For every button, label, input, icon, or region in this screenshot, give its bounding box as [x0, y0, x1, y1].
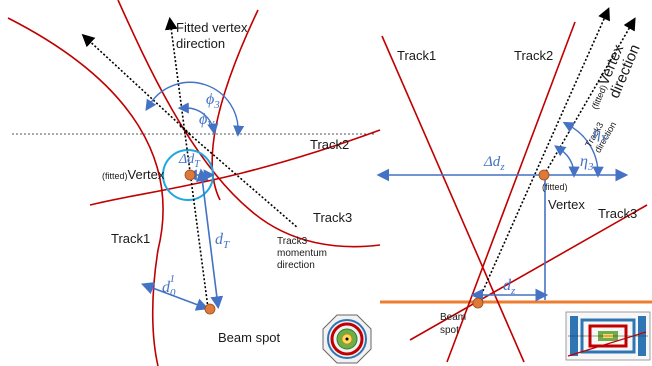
label-track1-left: Track1: [111, 231, 150, 246]
track1-curve: [7, 17, 164, 366]
phiV-arc: [177, 102, 219, 135]
track2-curve: [117, 0, 381, 248]
label-fitted-vertex-direction-right: (fitted)Vertex direction: [585, 36, 644, 117]
track2-line: [446, 21, 576, 363]
fitted-vertex-point: [184, 169, 196, 181]
label-track2-left: Track2: [310, 137, 349, 152]
right-panel: Track1 Track2 (fitted)Vertex direction T…: [376, 7, 652, 363]
label-phi3: ϕ3: [206, 91, 220, 111]
label-vertex-right: Vertex: [548, 197, 585, 212]
label-track2-right: Track2: [514, 48, 553, 63]
beam-spot-point: [204, 303, 216, 315]
label-fitted-vertex: (fitted)Vertex: [102, 167, 165, 182]
label-eta3: η3: [580, 153, 594, 173]
fitted-vertex-direction-arrow-right: [477, 7, 610, 303]
label-fitted-right: (fitted): [542, 182, 568, 192]
d0-arrow: [141, 282, 209, 311]
longitudinal-detector-icon: [565, 311, 651, 361]
label-track3-left: Track3: [313, 210, 352, 225]
track3-momentum-direction-line: [179, 125, 299, 229]
track3-line: [409, 204, 648, 341]
eta3-arc: [554, 145, 580, 178]
track1-line: [381, 35, 525, 363]
label-phiV: ϕV: [199, 111, 215, 131]
label-track3-momentum: Track3 momentum direction: [277, 236, 330, 271]
label-track1-right: Track1: [397, 48, 436, 63]
label-beam-spot-left: Beam spot: [218, 330, 281, 345]
transverse-detector-icon: [322, 314, 372, 364]
label-track3-right: Track3: [598, 206, 637, 221]
phi3-arc: [145, 81, 245, 137]
label-beam-spot-right: Beam spot: [440, 312, 469, 336]
label-d0-1: d01: [162, 273, 176, 299]
fitted-vertex-point-right: [538, 169, 550, 181]
label-delta-dz: Δdz: [483, 154, 505, 173]
label-dT: dT: [215, 231, 230, 251]
dT-arrow: [196, 168, 224, 310]
left-panel: Fitted vertex direction ϕ3 ϕV Track2 ΔdT…: [7, 0, 381, 366]
label-fitted-vertex-direction: Fitted vertex direction: [176, 20, 251, 51]
etaV-arc: [562, 121, 604, 178]
beam-spot-point-right: [472, 297, 484, 309]
